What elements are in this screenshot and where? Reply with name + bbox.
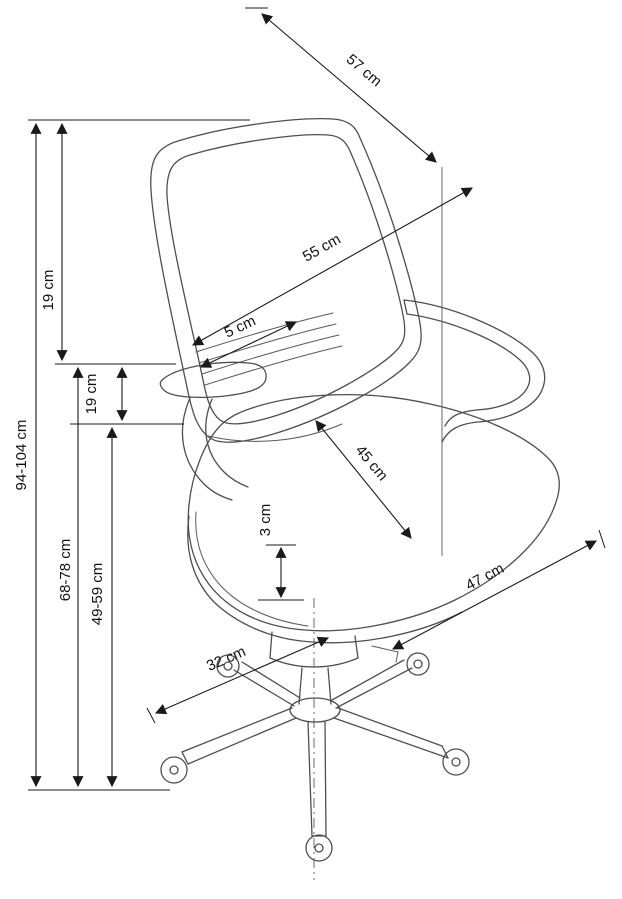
mechanism-right bbox=[354, 635, 359, 659]
caster-rear-right bbox=[406, 652, 430, 676]
armrest-right-end-cap bbox=[403, 299, 408, 315]
cylinder-left bbox=[298, 667, 303, 705]
dim-backrest-to-armrest: 19 cm bbox=[40, 122, 68, 362]
armrest-right-outer bbox=[403, 299, 546, 443]
dim-seat-height: 49-59 cm bbox=[89, 426, 118, 788]
dim-label-68-78: 68-78 cm bbox=[57, 539, 74, 602]
cylinder-right bbox=[327, 667, 332, 705]
seat-side-edge bbox=[187, 515, 463, 644]
dim-label-47: 47 cm bbox=[463, 560, 507, 594]
chair-gas-lift bbox=[269, 598, 399, 880]
dim-line-47 bbox=[392, 540, 597, 650]
dim-label-3: 3 cm bbox=[257, 504, 274, 537]
dim-line-55 bbox=[192, 187, 473, 346]
seat-top bbox=[187, 394, 560, 632]
dim-label-19-top: 19 cm bbox=[40, 270, 57, 311]
dim-label-57: 57 cm bbox=[343, 51, 385, 90]
dim-label-94-104: 94-104 cm bbox=[13, 420, 30, 491]
dim-overall-height: 94-104 cm bbox=[13, 122, 42, 788]
dim-armrest-above-seat: 19 cm bbox=[83, 366, 128, 422]
dim-seat-depth: 45 cm bbox=[315, 420, 412, 539]
backrest-vent-slats bbox=[195, 312, 343, 386]
chair-backrest bbox=[150, 118, 422, 443]
tick-seat-width bbox=[598, 529, 606, 549]
dim-label-5: 5 cm bbox=[222, 312, 259, 341]
caster-front-right bbox=[442, 748, 470, 776]
base-leg-front-left bbox=[181, 707, 297, 765]
dim-backrest-width: 57 cm bbox=[261, 13, 437, 163]
backrest-outer bbox=[150, 118, 422, 443]
chair-armrest-left bbox=[159, 361, 267, 501]
seat-front-piping bbox=[195, 511, 309, 627]
base-leg-rear-right bbox=[331, 659, 413, 709]
armrest-left-support-outer bbox=[181, 397, 233, 501]
dim-line-57 bbox=[261, 13, 437, 163]
tick-base-left bbox=[146, 707, 156, 724]
dim-line-45 bbox=[315, 420, 412, 539]
dim-armrest-pad: 5 cm bbox=[200, 312, 297, 368]
dim-lift-travel: 3 cm bbox=[257, 504, 304, 601]
chair-armrest-right bbox=[403, 299, 546, 443]
dim-label-19-seat: 19 cm bbox=[83, 374, 100, 415]
chair-drawing bbox=[150, 118, 560, 880]
base-leg-front-right bbox=[333, 707, 449, 759]
backrest-inner bbox=[166, 134, 406, 425]
armrest-left-pad bbox=[159, 361, 267, 398]
caster-front-left bbox=[160, 756, 188, 784]
dim-armrest-height: 68-78 cm bbox=[57, 366, 84, 788]
chair-seat bbox=[187, 394, 560, 644]
mechanism-left bbox=[269, 631, 273, 659]
dim-line-32 bbox=[154, 636, 330, 715]
base-hub bbox=[289, 697, 341, 723]
dim-label-49-59: 49-59 cm bbox=[89, 563, 106, 626]
dim-line-5 bbox=[200, 321, 297, 368]
armrest-right-inner bbox=[406, 313, 531, 427]
backrest-lumbar-seam bbox=[207, 423, 343, 442]
base-leg-front-center bbox=[307, 721, 327, 837]
base-leg-rear-left bbox=[233, 661, 301, 707]
adjust-lever bbox=[371, 645, 399, 663]
chair-base bbox=[160, 652, 470, 862]
armrest-left-support-inner bbox=[205, 398, 249, 488]
dim-label-55: 55 cm bbox=[300, 231, 344, 266]
dim-label-45: 45 cm bbox=[352, 442, 391, 484]
caster-front-center bbox=[305, 834, 333, 862]
dim-seat-width: 47 cm bbox=[392, 529, 606, 650]
